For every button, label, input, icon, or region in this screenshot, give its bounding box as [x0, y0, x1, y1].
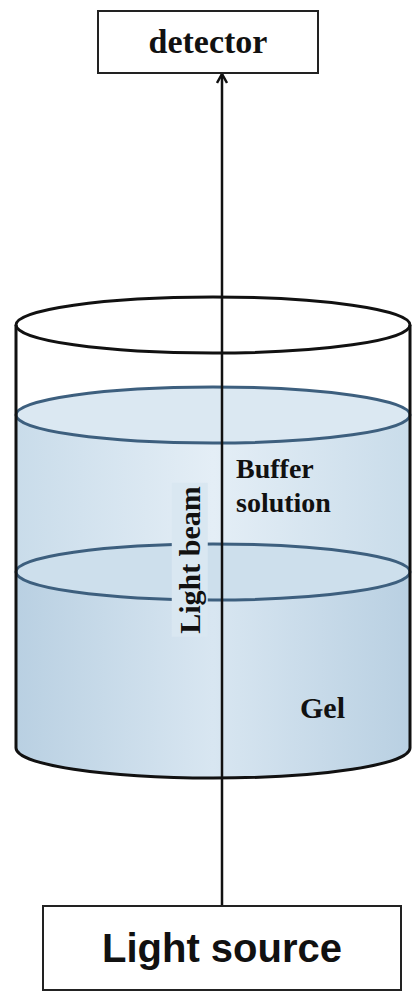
box-label: detector: [149, 23, 268, 61]
box-label: Light source: [102, 926, 342, 971]
light-beam-arrow: [221, 74, 224, 905]
gel-label: Gel: [300, 690, 345, 726]
light-beam-label: Light beam: [172, 483, 208, 637]
light-source-box: Light source: [42, 905, 402, 991]
buffer-solution-label: Buffer solution: [236, 452, 404, 519]
detector-box: detector: [97, 10, 319, 74]
